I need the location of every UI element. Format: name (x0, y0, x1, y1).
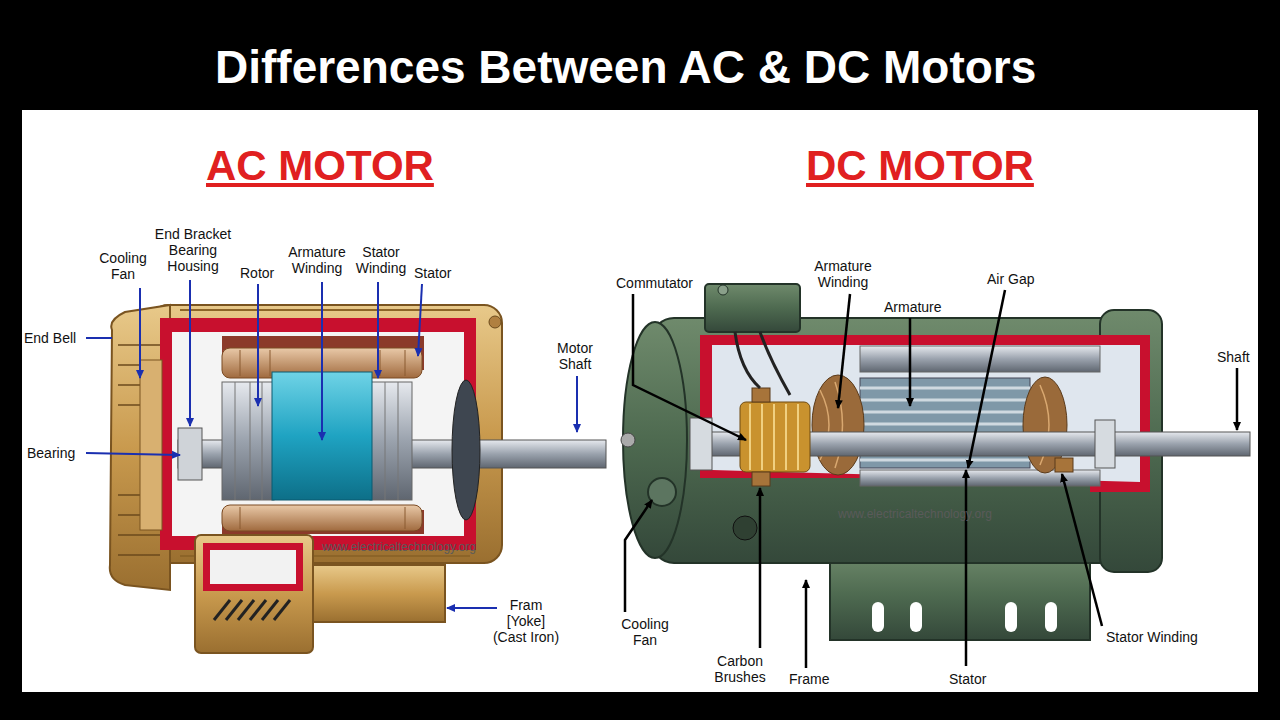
part-label: Carbon Brushes (704, 653, 776, 685)
section-heading: AC MOTOR (206, 142, 434, 190)
part-label: End Bracket Bearing Housing (150, 226, 236, 274)
part-label: Armature (884, 299, 942, 315)
part-label: Rotor (240, 265, 274, 281)
part-label: Armature Winding (807, 258, 879, 290)
part-label: Commutator (616, 275, 693, 291)
part-label: Cooling Fan (619, 616, 671, 648)
part-label: Frame (789, 671, 829, 687)
part-label: Motor Shaft (549, 340, 601, 372)
part-label: End Bell (24, 330, 76, 346)
part-label: Bearing (27, 445, 75, 461)
part-label: Stator (949, 671, 986, 687)
part-label: Fram [Yoke] (Cast Iron) (489, 597, 563, 645)
watermark: www.electricaltechnology.org (838, 506, 992, 522)
section-heading: DC MOTOR (806, 142, 1034, 190)
part-label: Armature Winding (281, 244, 353, 276)
part-label: Stator (414, 265, 451, 281)
part-label: Shaft (1217, 349, 1250, 365)
watermark: www.electricaltechnology.org (322, 539, 476, 555)
page-title: Differences Between AC & DC Motors (215, 40, 1036, 94)
part-label: Cooling Fan (97, 250, 149, 282)
part-label: Stator Winding (1106, 629, 1198, 645)
part-label: Air Gap (987, 271, 1034, 287)
part-label: Stator Winding (350, 244, 412, 276)
